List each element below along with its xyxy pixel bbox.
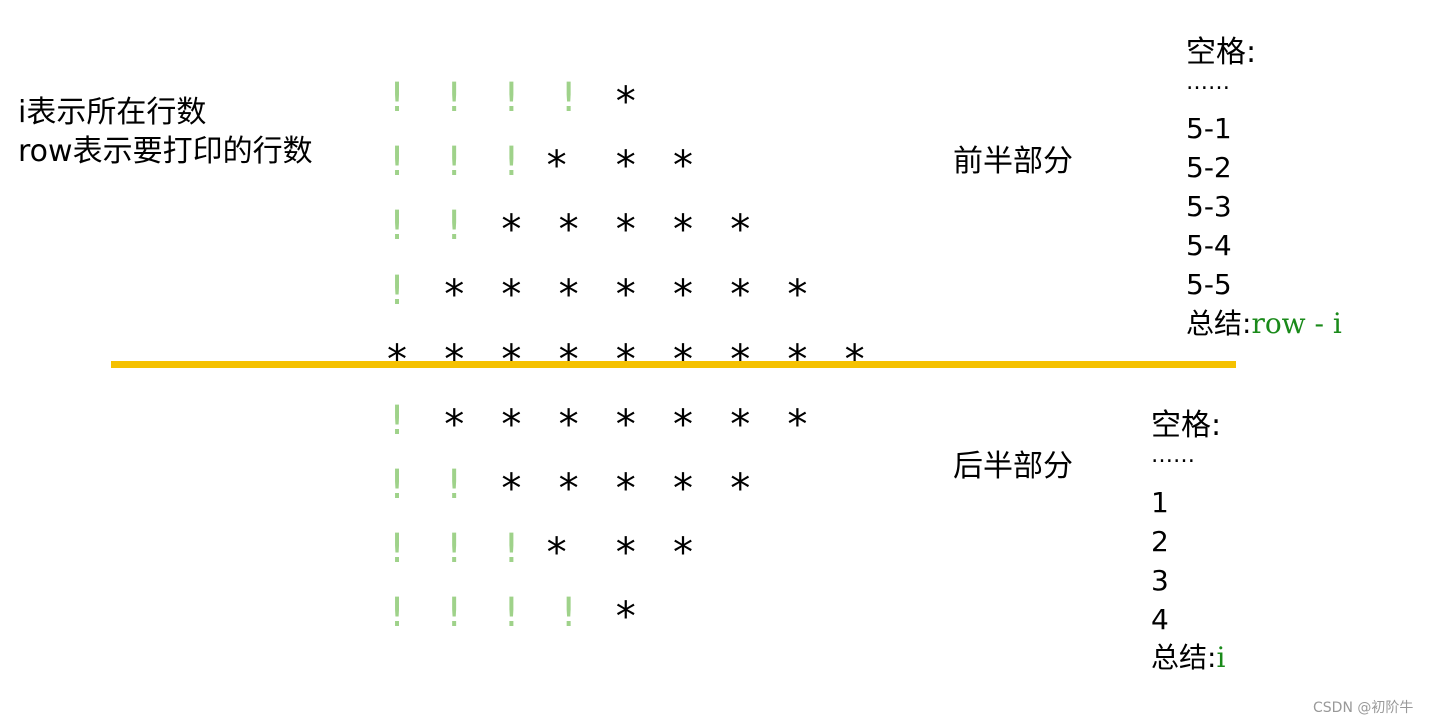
space-marker: ! — [388, 203, 406, 249]
space-marker: ! — [446, 526, 463, 572]
star-mark: * — [444, 402, 465, 448]
star-mark: * — [730, 337, 751, 383]
middle-divider-line — [111, 361, 1236, 368]
top-panel-item: 5-2 — [1186, 151, 1232, 184]
top-summary-prefix: 总结: — [1186, 307, 1252, 340]
top-panel-item: 5-3 — [1186, 190, 1232, 223]
star-mark: * — [501, 402, 522, 448]
bottom-panel-item: 4 — [1151, 603, 1169, 636]
star-mark: * — [615, 79, 636, 125]
space-marker: ! — [388, 462, 406, 508]
star-mark: * — [444, 337, 465, 383]
star-mark: * — [546, 143, 567, 189]
space-marker: ! — [388, 75, 406, 121]
star-mark: * — [501, 337, 522, 383]
top-panel-item: 5-5 — [1186, 268, 1232, 301]
star-mark: * — [615, 272, 636, 318]
star-mark: * — [558, 207, 579, 253]
top-panel-item: 5-4 — [1186, 229, 1232, 262]
bottom-summary-formula: i — [1216, 641, 1226, 674]
star-mark: * — [787, 272, 808, 318]
star-mark: * — [558, 466, 579, 512]
star-mark: * — [730, 272, 751, 318]
watermark: CSDN @初阶牛 — [1313, 700, 1414, 716]
star-mark: * — [387, 337, 407, 383]
star-mark: * — [673, 402, 693, 448]
top-panel-item: 5-1 — [1186, 112, 1232, 145]
star-mark: * — [615, 530, 636, 576]
legend-line-row: row表示要打印的行数 — [18, 134, 313, 169]
bottom-panel-item: 3 — [1151, 564, 1169, 597]
star-mark: * — [615, 337, 636, 383]
space-marker: ! — [446, 203, 463, 249]
star-mark: * — [501, 207, 522, 253]
space-marker: ! — [503, 526, 520, 572]
bottom-panel-title: 空格: — [1151, 408, 1222, 443]
star-mark: * — [730, 466, 751, 512]
star-mark: * — [615, 143, 636, 189]
bottom-panel-summary: 总结:i — [1151, 644, 1225, 672]
star-mark: * — [730, 207, 751, 253]
space-marker: ! — [446, 139, 463, 185]
star-mark: * — [558, 337, 579, 383]
star-mark: * — [787, 402, 808, 448]
star-mark: * — [673, 272, 693, 318]
bottom-section-label: 后半部分 — [953, 449, 1073, 484]
star-mark: * — [615, 207, 636, 253]
bottom-panel-item: 1 — [1151, 486, 1169, 519]
star-mark: * — [501, 466, 522, 512]
top-panel-summary: 总结:row - i — [1186, 310, 1342, 338]
space-marker: ! — [560, 590, 577, 636]
space-marker: ! — [446, 75, 463, 121]
star-mark: * — [730, 402, 751, 448]
star-mark: * — [501, 272, 522, 318]
star-mark: * — [673, 143, 693, 189]
space-marker: ! — [388, 268, 406, 314]
star-mark: * — [673, 466, 693, 512]
top-panel-dots: …… — [1186, 70, 1230, 95]
star-mark: * — [615, 594, 636, 640]
space-marker: ! — [388, 398, 406, 444]
bottom-panel-item: 2 — [1151, 525, 1169, 558]
star-mark: * — [546, 530, 567, 576]
star-mark: * — [558, 272, 579, 318]
star-mark: * — [558, 402, 579, 448]
star-mark: * — [615, 402, 636, 448]
star-mark: * — [615, 466, 636, 512]
star-mark: * — [673, 207, 693, 253]
bottom-summary-prefix: 总结: — [1151, 641, 1217, 674]
top-panel-title: 空格: — [1186, 35, 1257, 70]
space-marker: ! — [388, 526, 406, 572]
star-mark: * — [844, 337, 865, 383]
star-mark: * — [673, 530, 693, 576]
space-marker: ! — [388, 139, 406, 185]
space-marker: ! — [560, 75, 577, 121]
legend-line-i: i表示所在行数 — [18, 95, 207, 130]
space-marker: ! — [446, 462, 463, 508]
space-marker: ! — [503, 590, 520, 636]
space-marker: ! — [388, 590, 406, 636]
star-mark: * — [673, 337, 693, 383]
top-summary-formula: row - i — [1251, 307, 1342, 340]
star-mark: * — [787, 337, 808, 383]
space-marker: ! — [503, 75, 520, 121]
top-section-label: 前半部分 — [953, 144, 1073, 179]
space-marker: ! — [446, 590, 463, 636]
bottom-panel-dots: …… — [1151, 443, 1195, 468]
space-marker: ! — [503, 139, 520, 185]
star-mark: * — [444, 272, 465, 318]
